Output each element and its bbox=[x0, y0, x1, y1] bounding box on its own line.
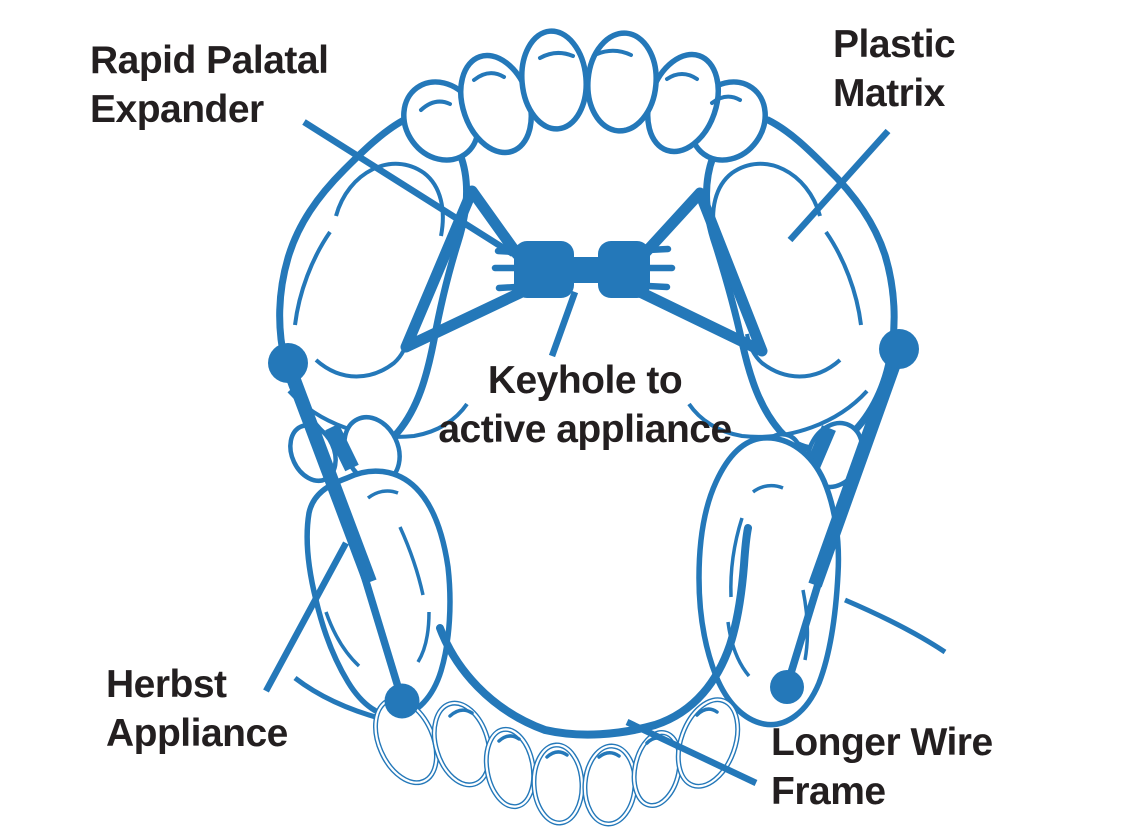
pointer-plastic-matrix bbox=[787, 128, 891, 243]
upper-anterior-teeth bbox=[401, 28, 768, 163]
lower-tooth bbox=[483, 726, 537, 810]
label-line: Rapid Palatal bbox=[90, 39, 329, 82]
screw-tick bbox=[494, 247, 520, 256]
screw-pad-right bbox=[598, 241, 650, 298]
herbst-rod-left bbox=[350, 540, 406, 702]
wire-arm-left bbox=[400, 185, 530, 353]
label-longer-wire-frame: Longer Wire Frame bbox=[771, 718, 993, 816]
herbst-pivot-lower-left bbox=[384, 683, 420, 719]
expander-wire-arms bbox=[400, 185, 768, 357]
tooth-detail bbox=[710, 94, 742, 105]
expander-screw bbox=[491, 241, 676, 298]
label-line: Longer Wire bbox=[771, 721, 993, 764]
herbst-rod-right bbox=[783, 533, 837, 688]
tooth-detail bbox=[665, 72, 699, 81]
label-line: active appliance bbox=[438, 408, 732, 451]
screw-tick bbox=[644, 245, 672, 254]
label-line: Herbst bbox=[106, 663, 227, 706]
jaw-line-right bbox=[844, 597, 947, 655]
detail-line bbox=[726, 621, 751, 678]
gum-line bbox=[687, 389, 869, 439]
pointer-rapid-palatal-expander bbox=[302, 119, 515, 257]
detail-line bbox=[751, 483, 784, 494]
gum-line bbox=[287, 389, 469, 439]
molar-band-left bbox=[325, 423, 359, 472]
detail-line bbox=[293, 230, 332, 326]
label-line: Appliance bbox=[106, 712, 288, 755]
pointer-lines bbox=[263, 119, 891, 786]
lower-molar-left-outline bbox=[304, 468, 453, 719]
detail-line bbox=[824, 230, 863, 326]
tooth-detail bbox=[538, 51, 575, 60]
label-line: Plastic bbox=[833, 23, 956, 66]
lower-right-posterior bbox=[696, 420, 947, 728]
label-line: Keyhole to bbox=[487, 359, 683, 402]
screw-tick bbox=[644, 282, 671, 291]
tooth-detail bbox=[595, 48, 633, 57]
herbst-pivot-upper-right bbox=[879, 329, 919, 369]
tooth-detail bbox=[419, 99, 452, 112]
label-herbst-appliance: Herbst Appliance bbox=[106, 660, 288, 758]
screw-tick bbox=[495, 283, 520, 292]
label-keyhole-to-active-appliance: Keyhole to active appliance bbox=[405, 356, 765, 454]
longer-wire-frame bbox=[436, 524, 752, 739]
detail-line bbox=[398, 526, 425, 596]
detail-line bbox=[416, 611, 431, 663]
lower-tooth bbox=[582, 743, 638, 827]
wire-arm-right bbox=[634, 187, 768, 357]
label-line: Frame bbox=[771, 770, 886, 813]
molar-cusp-line bbox=[711, 161, 822, 237]
lower-tooth bbox=[431, 700, 493, 788]
herbst-pivot-upper-left bbox=[268, 343, 308, 383]
label-rapid-palatal-expander: Rapid Palatal Expander bbox=[90, 36, 329, 134]
pointer-keyhole bbox=[548, 290, 579, 358]
label-line: Expander bbox=[90, 88, 264, 131]
pointer-longer-wire-frame bbox=[625, 719, 758, 786]
upper-central-right bbox=[585, 30, 659, 134]
lower-tooth bbox=[631, 730, 683, 808]
detail-line bbox=[729, 517, 744, 598]
detail-line bbox=[324, 611, 361, 668]
detail-line bbox=[366, 489, 399, 500]
pointer-herbst-appliance bbox=[263, 541, 349, 693]
screw-pad-left bbox=[514, 241, 574, 298]
screw-keyhole-waist bbox=[570, 257, 604, 283]
herbst-pivot-lower-right bbox=[770, 670, 804, 704]
herbst-appliance-rods bbox=[268, 329, 919, 719]
lower-tooth bbox=[531, 742, 585, 826]
label-plastic-matrix: Plastic Matrix bbox=[833, 20, 956, 118]
tooth-detail bbox=[472, 71, 506, 82]
label-line: Matrix bbox=[833, 72, 945, 115]
